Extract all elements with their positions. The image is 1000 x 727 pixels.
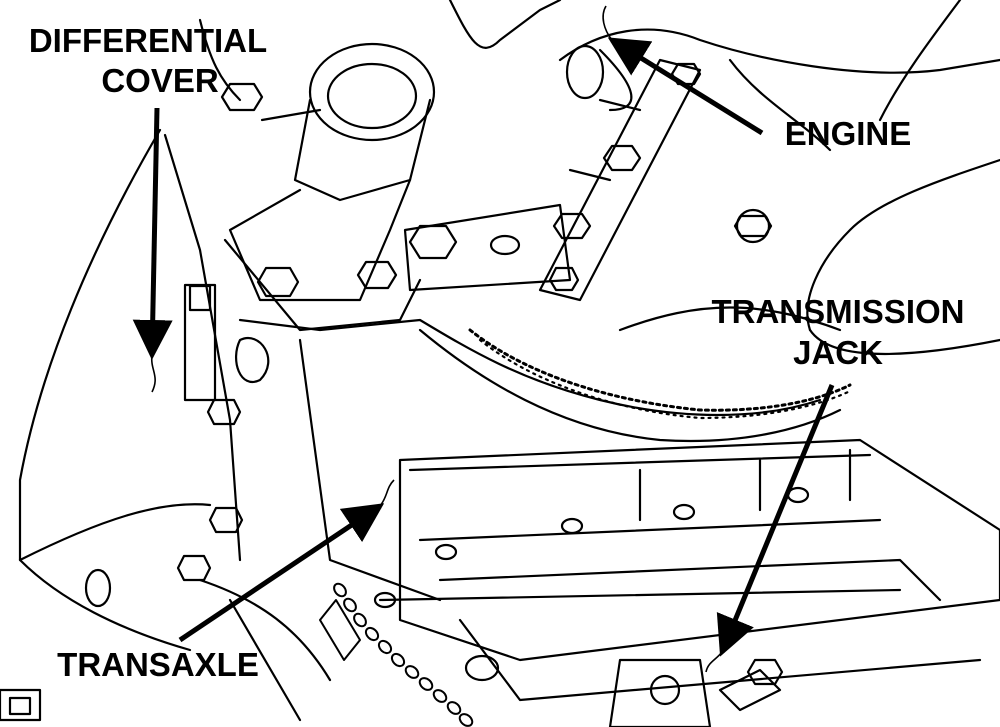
transmission-jack-arrow [716, 384, 835, 657]
transmission-jack-plate [373, 438, 1000, 727]
engine-block [448, 0, 1000, 356]
transmission-jack-label-line1: TRANSMISSION [711, 293, 964, 330]
transmission-jack-label-line2: JACK [793, 334, 883, 371]
labels: DIFFERENTIAL COVER ENGINE TRANSMISSION J… [29, 22, 965, 683]
differential-cover-arrow [132, 107, 173, 360]
engine-bracket [403, 58, 702, 302]
transaxle-case [0, 318, 852, 722]
differential-cover-label-line2: COVER [101, 62, 219, 99]
transaxle-arrow [178, 503, 385, 643]
differential-cover-label-line1: DIFFERENTIAL [29, 22, 267, 59]
differential-cover [18, 128, 270, 652]
callout-arrows [132, 37, 835, 657]
transaxle-label: TRANSAXLE [57, 646, 259, 683]
safety-chain [319, 582, 474, 727]
engine-label: ENGINE [785, 115, 912, 152]
transaxle-upper-mount [198, 18, 436, 332]
leader-lines [150, 5, 723, 673]
engine-arrow [607, 37, 764, 136]
